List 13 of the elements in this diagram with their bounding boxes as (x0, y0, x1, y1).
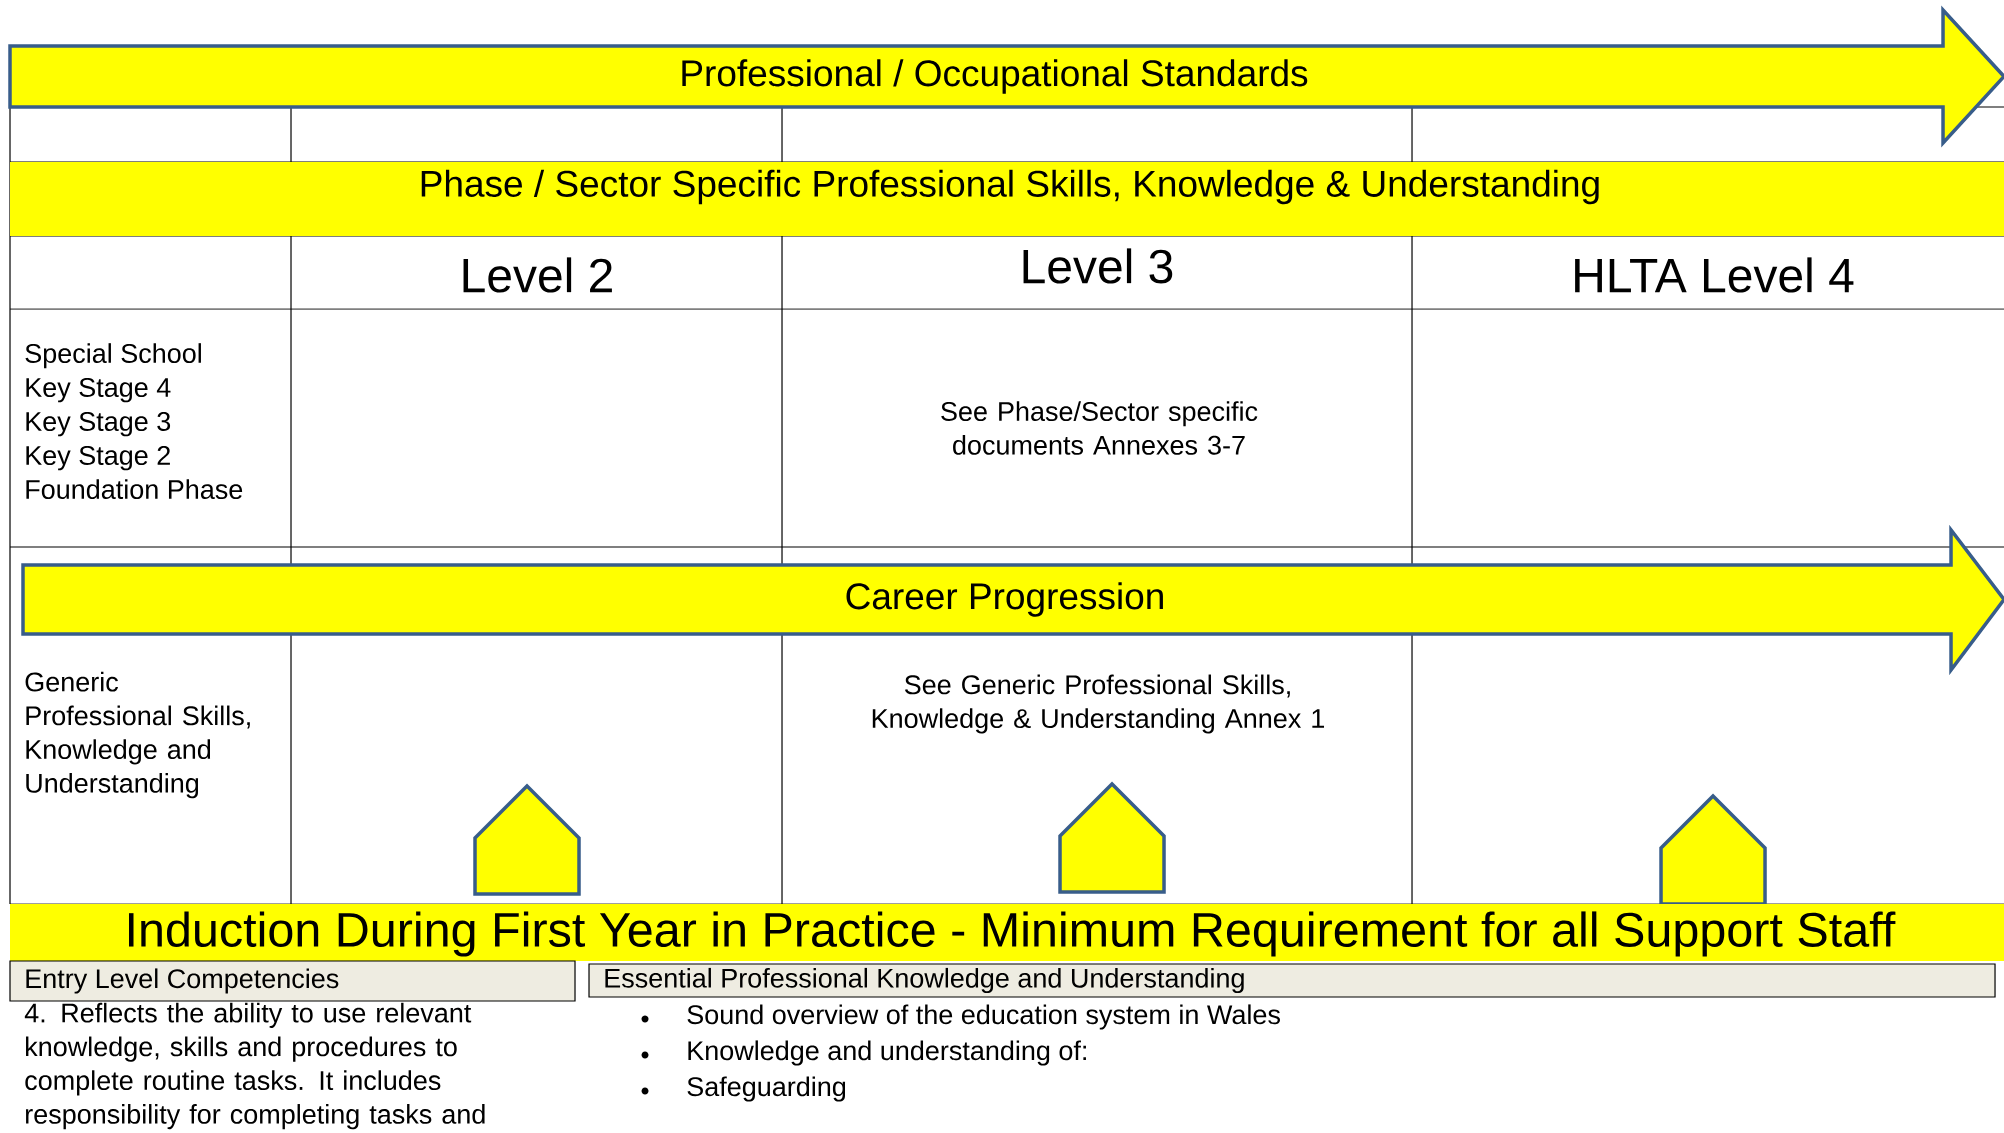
bullet-item: Sound overview of the education system in Wales (641, 1004, 1280, 1030)
bullet-item: Safeguarding (641, 1076, 846, 1102)
banner: Phase / Sector Specific Professional Skills, Knowledge & Understanding (10, 162, 2004, 236)
level-heading: Level 2 (463, 257, 612, 293)
stage-list: Special School Key Stage 4 Key Stage 3 Key Stage 2 Foundation Phase (25, 343, 243, 499)
paragraph: 4. Reflects the ability to use relevant knowledge, skills and procedures to complete routine tasks. It includes responsibility for completing tasks and (24, 1002, 485, 1130)
note-text: See Generic Professional Skills, Knowledge & Understanding Annex 1 (872, 674, 1324, 734)
bullet-item: Knowledge and understanding of: (641, 1040, 1086, 1066)
header-bar: Essential Professional Knowledge and Understanding (588, 963, 1996, 998)
header-bar: Entry Level Competencies (9, 960, 576, 1002)
level-heading: Level 3 (1023, 248, 1173, 284)
level-heading: HLTA Level 4 (1575, 257, 1854, 293)
note-text: See Phase/Sector specific documents Annexes 3-7 (941, 401, 1258, 455)
